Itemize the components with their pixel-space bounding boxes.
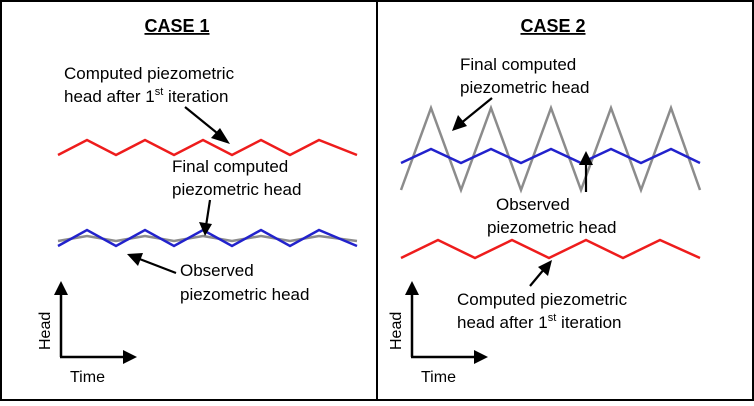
case2-title: CASE 2 [520,16,585,36]
case2-first-iteration-curve [400,238,701,260]
case2-arrow-first-iteration [529,260,552,287]
case1-axis-y-label: Head [37,312,54,350]
case1-axes-glyph [54,281,137,364]
case1-final-label-line1: Final computed [172,157,288,176]
case1-arrow-observed [127,253,177,275]
case2-arrow-observed [579,151,593,192]
case2-final-label-line1: Final computed [460,55,576,74]
case1-first-iteration-label-line1: Computed piezometric [64,64,235,83]
case1-arrow-final [199,199,212,236]
case1-title: CASE 1 [144,16,209,36]
case2-observed-label-line1: Observed [496,195,570,214]
case1-arrow-first-iteration [184,106,230,144]
case1-first-iteration-label-line2: head after 1st iteration [64,86,229,106]
case1-axis-x-label: Time [70,369,105,386]
case2-panel: CASE 2 Final computed piezometric head O… [388,16,702,386]
case1-observed-label-line1: Observed [180,261,254,280]
case2-axis-x-label: Time [421,369,456,386]
case2-arrow-final [452,97,493,131]
case2-axis-y-label: Head [388,312,405,350]
case1-panel: CASE 1 Computed piezometric head after 1… [37,16,358,386]
case1-final-label-line2: piezometric head [172,180,301,199]
case1-first-iteration-curve [57,138,358,157]
case2-observed-curve [400,147,701,165]
case2-final-label-line2: piezometric head [460,78,589,97]
case2-first-iteration-label-line1: Computed piezometric [457,290,628,309]
case2-final-curve [399,104,702,194]
case1-observed-label-line2: piezometric head [180,285,309,304]
case2-first-iteration-label-line2: head after 1st iteration [457,312,622,332]
case2-axes-glyph [405,281,488,364]
case2-observed-label-line2: piezometric head [487,218,616,237]
